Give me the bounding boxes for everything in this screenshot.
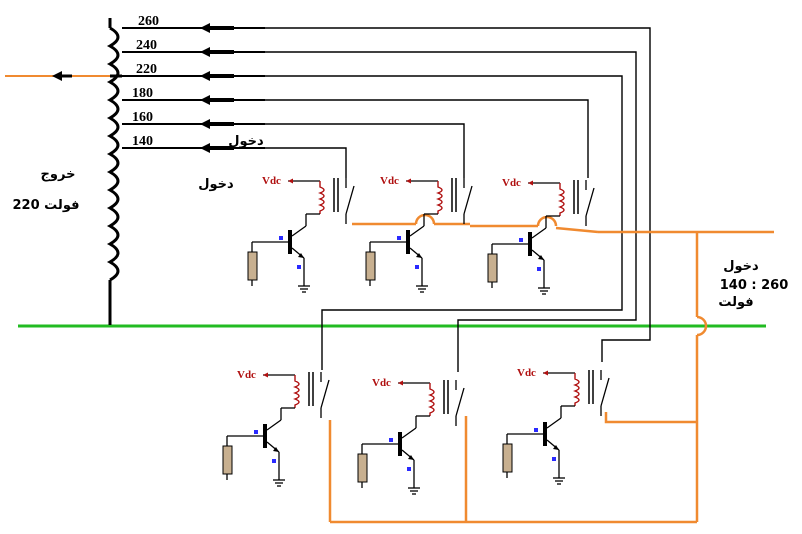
relay-stage-1: Vdc: [247, 175, 355, 293]
switch-blade: [585, 187, 595, 217]
transistor-collector: [409, 225, 425, 237]
transistor-base-bar: [528, 232, 532, 256]
output-label-line2: 220 فولت: [13, 198, 80, 213]
emitter-marker: [272, 459, 276, 463]
resistor: [222, 445, 233, 475]
vdc-arrow-icon: [263, 372, 268, 378]
tap-label-260: 260: [138, 14, 159, 29]
emitter-arrow-icon: [273, 447, 279, 452]
vdc-label: Vdc: [380, 175, 399, 187]
tap-label-240: 240: [136, 38, 157, 53]
emitter-arrow-icon: [298, 253, 304, 258]
output-arrow-icon: [52, 71, 62, 81]
input-range-line3: فولت: [718, 295, 753, 310]
switch-blade: [455, 387, 465, 417]
relay-stage-4: Vdc: [222, 369, 330, 487]
relay-coil: [436, 181, 443, 214]
emitter-marker: [407, 467, 411, 471]
vdc-label: Vdc: [502, 177, 521, 189]
relay-coil: [558, 183, 565, 216]
resistor: [357, 453, 368, 483]
vdc-label: Vdc: [262, 175, 281, 187]
input-tag-1: دخول: [228, 134, 264, 149]
emitter-arrow-icon: [538, 255, 544, 260]
relay-stage-2: Vdc: [365, 175, 473, 293]
transistor-collector: [266, 419, 282, 431]
transistor-collector: [546, 417, 562, 429]
relay-coil: [573, 373, 580, 406]
relay-stage-3: Vdc: [487, 177, 595, 295]
emitter-marker: [552, 457, 556, 461]
transistor-base-bar: [263, 424, 267, 448]
vdc-arrow-icon: [406, 178, 411, 184]
transistor-collector: [291, 225, 307, 237]
common-output-line: [328, 213, 774, 524]
relay-stage-5: Vdc: [357, 377, 465, 495]
input-range-line1: دخول: [723, 259, 759, 274]
transistor-base-bar: [406, 230, 410, 254]
resistor: [487, 253, 498, 283]
tap-lines: [122, 27, 265, 149]
switch-blade: [600, 377, 610, 407]
tap-to-relay-wires: [265, 27, 651, 372]
emitter-marker: [537, 267, 541, 271]
vdc-label: Vdc: [372, 377, 391, 389]
vdc-arrow-icon: [288, 178, 293, 184]
relay-stage-6: Vdc: [502, 367, 610, 485]
base-marker: [389, 438, 393, 442]
switch-blade: [463, 185, 473, 215]
relay-coil: [293, 375, 300, 408]
resistor: [502, 443, 513, 473]
vdc-arrow-icon: [528, 180, 533, 186]
tap-label-180: 180: [132, 86, 153, 101]
emitter-arrow-icon: [416, 253, 422, 258]
vdc-arrow-icon: [398, 380, 403, 386]
relay-coil: [428, 383, 435, 416]
tap-label-220: 220: [136, 62, 157, 77]
tap-label-160: 160: [132, 110, 153, 125]
resistor: [365, 251, 376, 281]
switch-blade: [345, 185, 355, 215]
transistor-base-bar: [543, 422, 547, 446]
output-label-line1: خروج: [41, 167, 76, 182]
base-marker: [254, 430, 258, 434]
base-marker: [534, 428, 538, 432]
resistor: [247, 251, 258, 281]
tap-arrow-icons: [200, 23, 234, 153]
relay-coil: [318, 181, 325, 214]
vdc-label: Vdc: [517, 367, 536, 379]
emitter-marker: [415, 265, 419, 269]
emitter-marker: [297, 265, 301, 269]
transistor-collector: [531, 227, 547, 239]
transistor-collector: [401, 427, 417, 439]
input-tag-2: دخول: [198, 177, 234, 192]
base-marker: [279, 236, 283, 240]
transformer-winding: [106, 18, 122, 325]
switch-blade: [320, 379, 330, 409]
vdc-arrow-icon: [543, 370, 548, 376]
emitter-arrow-icon: [553, 445, 559, 450]
input-range-line2: 140 : 260: [720, 278, 789, 293]
vdc-label: Vdc: [237, 369, 256, 381]
tap-label-140: 140: [132, 134, 153, 149]
base-marker: [397, 236, 401, 240]
emitter-arrow-icon: [408, 455, 414, 460]
base-marker: [519, 238, 523, 242]
transistor-base-bar: [398, 432, 402, 456]
transistor-base-bar: [288, 230, 292, 254]
